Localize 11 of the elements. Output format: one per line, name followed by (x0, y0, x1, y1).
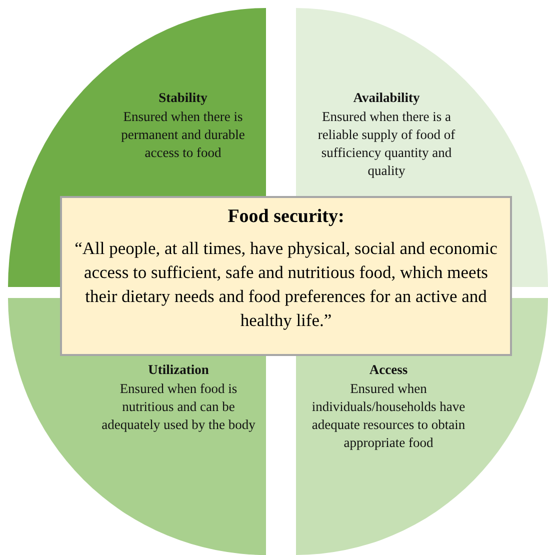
heading: Availability (352, 90, 421, 106)
title: Food security: (228, 206, 344, 228)
description: Ensured when individuals/households have adequate resources to obtain appropriate food (310, 380, 466, 452)
description: Ensured when there is a reliable supply of food of sufficiency quantity and quality (316, 108, 456, 180)
heading: Access (368, 362, 409, 378)
description: Ensured when food is nutritious and can be adequately used by the body (100, 380, 256, 434)
definition-box (60, 196, 512, 356)
description: Ensured when there is permanent and durable access to food (120, 108, 246, 162)
definition-text: “All people, at all times, have physical, social and economic access to sufficient, safe and nutritious food, which meets their dietary needs and food preferences for an active and healthy life.” (74, 237, 498, 332)
heading: Stability (158, 90, 208, 106)
heading: Utilization (147, 362, 210, 378)
